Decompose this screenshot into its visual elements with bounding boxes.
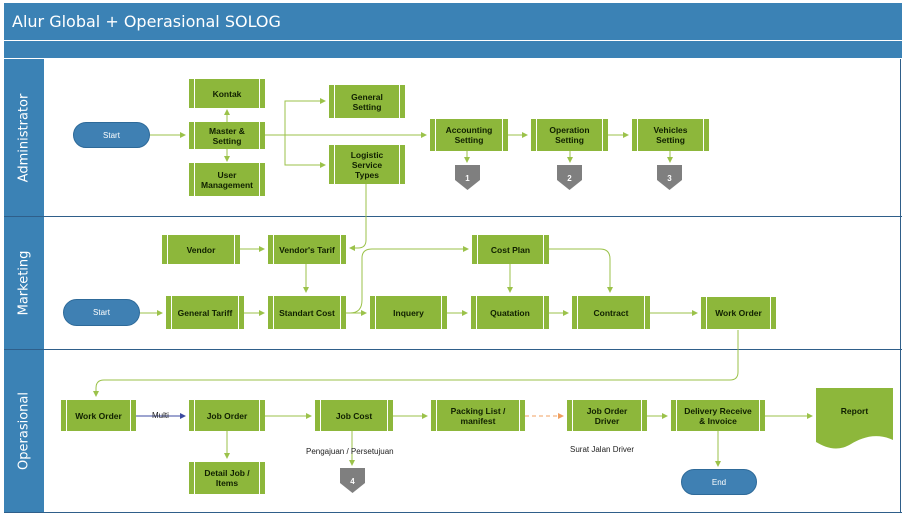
- end-terminator[interactable]: End: [681, 469, 757, 495]
- multi-label: Multi: [152, 411, 169, 420]
- admin-start-terminator[interactable]: Start: [73, 122, 150, 148]
- master-setting-process[interactable]: Master & Setting: [189, 122, 265, 149]
- right-border: [900, 59, 901, 513]
- title-bar: Alur Global + Operasional SOLOG: [4, 3, 902, 40]
- connector-1-label: 1: [465, 174, 470, 183]
- offpage-connector-2[interactable]: 2: [557, 165, 582, 190]
- connector-2-label: 2: [567, 174, 572, 183]
- ops-work-order-process[interactable]: Work Order: [61, 400, 136, 431]
- operation-setting-process[interactable]: Operation Setting: [531, 119, 608, 151]
- job-cost-process[interactable]: Job Cost: [315, 400, 393, 431]
- lane-divider: [4, 512, 902, 513]
- offpage-connector-1[interactable]: 1: [455, 165, 480, 190]
- packing-list-process[interactable]: Packing List / manifest: [431, 400, 525, 431]
- user-management-process[interactable]: User Management: [189, 163, 265, 196]
- vehicles-setting-process[interactable]: Vehicles Setting: [632, 119, 709, 151]
- document-shape-icon: [816, 388, 893, 449]
- kontak-process[interactable]: Kontak: [189, 79, 265, 108]
- lane-header-administrator: Administrator: [4, 59, 44, 217]
- detail-job-items-process[interactable]: Detail Job / Items: [189, 462, 265, 494]
- diagram-title: Alur Global + Operasional SOLOG: [12, 12, 281, 31]
- lane-divider: [4, 349, 902, 350]
- contract-process[interactable]: Contract: [572, 296, 650, 329]
- general-setting-process[interactable]: General Setting: [329, 85, 405, 118]
- job-order-process[interactable]: Job Order: [189, 400, 265, 431]
- header-strip: [4, 41, 902, 58]
- vendor-process[interactable]: Vendor: [162, 235, 240, 264]
- general-tariff-process[interactable]: General Tariff: [166, 296, 244, 329]
- lane-divider: [4, 216, 902, 217]
- cost-plan-process[interactable]: Cost Plan: [472, 235, 549, 264]
- report-label: Report: [840, 406, 869, 416]
- accounting-setting-process[interactable]: Accounting Setting: [430, 119, 508, 151]
- logistic-service-types-process[interactable]: Logistic Service Types: [329, 145, 405, 184]
- marketing-work-order-process[interactable]: Work Order: [701, 297, 776, 329]
- pengajuan-label: Pengajuan / Persetujuan: [306, 447, 394, 456]
- standart-cost-process[interactable]: Standart Cost: [268, 296, 346, 329]
- delivery-receive-invoice-process[interactable]: Delivery Receive & Invoice: [671, 400, 765, 431]
- vendors-tarif-process[interactable]: Vendor's Tarif: [268, 235, 346, 264]
- report-document[interactable]: Report: [816, 388, 893, 452]
- lane-header-marketing: Marketing: [4, 217, 44, 350]
- inquery-process[interactable]: Inquery: [370, 296, 447, 329]
- job-order-driver-process[interactable]: Job Order Driver: [567, 400, 647, 431]
- lane-header-operasional: Operasional: [4, 350, 44, 513]
- offpage-connector-3[interactable]: 3: [657, 165, 682, 190]
- connector-3-label: 3: [667, 174, 672, 183]
- offpage-connector-4[interactable]: 4: [340, 468, 365, 493]
- quatation-process[interactable]: Quatation: [471, 296, 549, 329]
- marketing-start-terminator[interactable]: Start: [63, 299, 140, 326]
- connector-4-label: 4: [350, 477, 355, 486]
- surat-jalan-label: Surat Jalan Driver: [570, 445, 635, 454]
